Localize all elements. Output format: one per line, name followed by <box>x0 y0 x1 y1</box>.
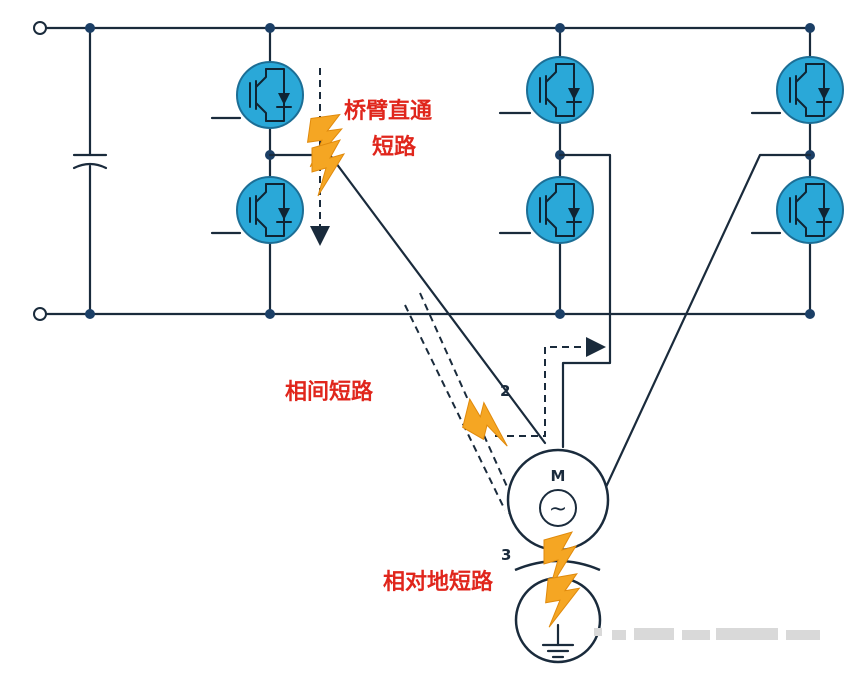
igbt-with-diode-icon <box>776 56 844 124</box>
igbt-with-diode-icon <box>526 56 594 124</box>
motor-letter: M <box>551 467 566 485</box>
watermark <box>594 628 820 640</box>
negative-terminal <box>33 307 47 321</box>
fault-marker-3: 3 <box>501 546 511 564</box>
phase-c-output <box>604 153 812 489</box>
positive-terminal <box>33 21 47 35</box>
igbt-with-diode-icon <box>776 176 844 244</box>
shoot-through-label-line1: 桥臂直通 <box>344 98 432 124</box>
fault-marker-2: 2 <box>500 382 510 400</box>
igbt-with-diode-icon <box>526 176 594 244</box>
igbt-with-diode-icon <box>236 61 304 129</box>
phase-fault-path <box>404 304 506 511</box>
motor-icon: M ~ <box>506 448 610 552</box>
capacitor-icon <box>72 26 108 316</box>
phase-b-output <box>558 153 612 449</box>
shoot-through-label-line2: 短路 <box>372 134 417 160</box>
phase-to-phase-label: 相间短路 <box>285 379 374 405</box>
lightning-bolt-icon <box>455 395 521 452</box>
phase-fault-return <box>495 337 606 437</box>
motor-symbol: ~ <box>549 497 567 522</box>
phase-to-ground-label: 相对地短路 <box>383 569 494 595</box>
igbt-with-diode-icon <box>236 176 304 244</box>
